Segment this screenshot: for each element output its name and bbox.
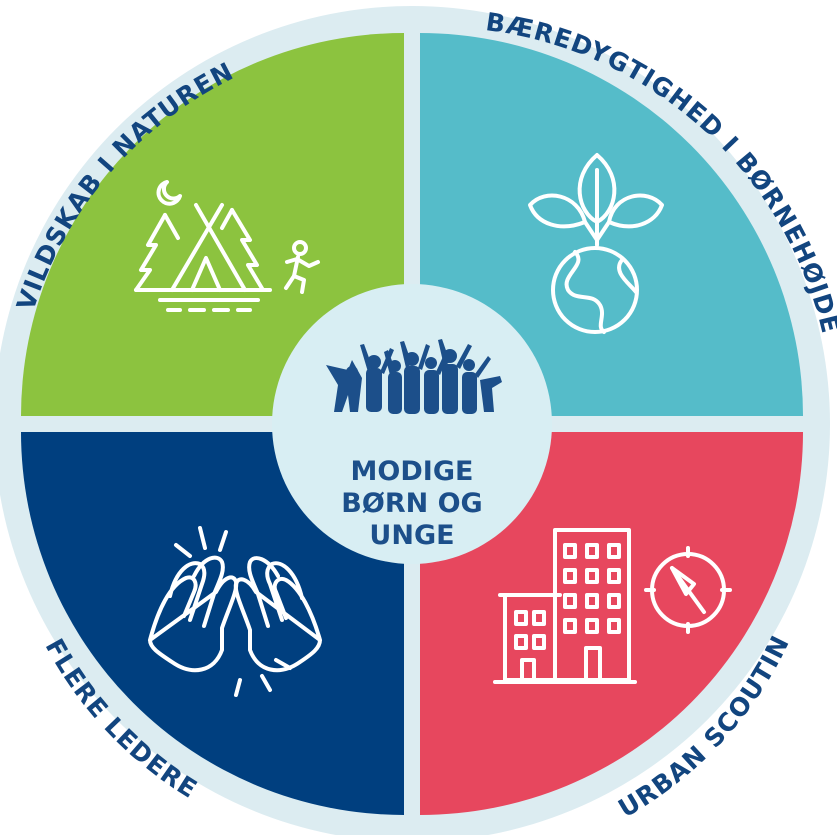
center-label-line-1: MODIGE	[351, 456, 474, 487]
high-five-icon	[148, 526, 322, 697]
center-label-line-3: UNGE	[369, 520, 454, 551]
camp-tent-trees-icon	[134, 180, 320, 312]
center-disc	[272, 284, 552, 564]
cheering-children-icon	[326, 339, 502, 414]
center-label-line-2: BØRN OG	[341, 488, 482, 519]
quadrant-bottom-left	[21, 432, 404, 815]
city-buildings-compass-icon	[493, 528, 732, 684]
sprouting-globe-icon	[528, 153, 664, 334]
quadrant-bottom-right	[420, 432, 803, 815]
